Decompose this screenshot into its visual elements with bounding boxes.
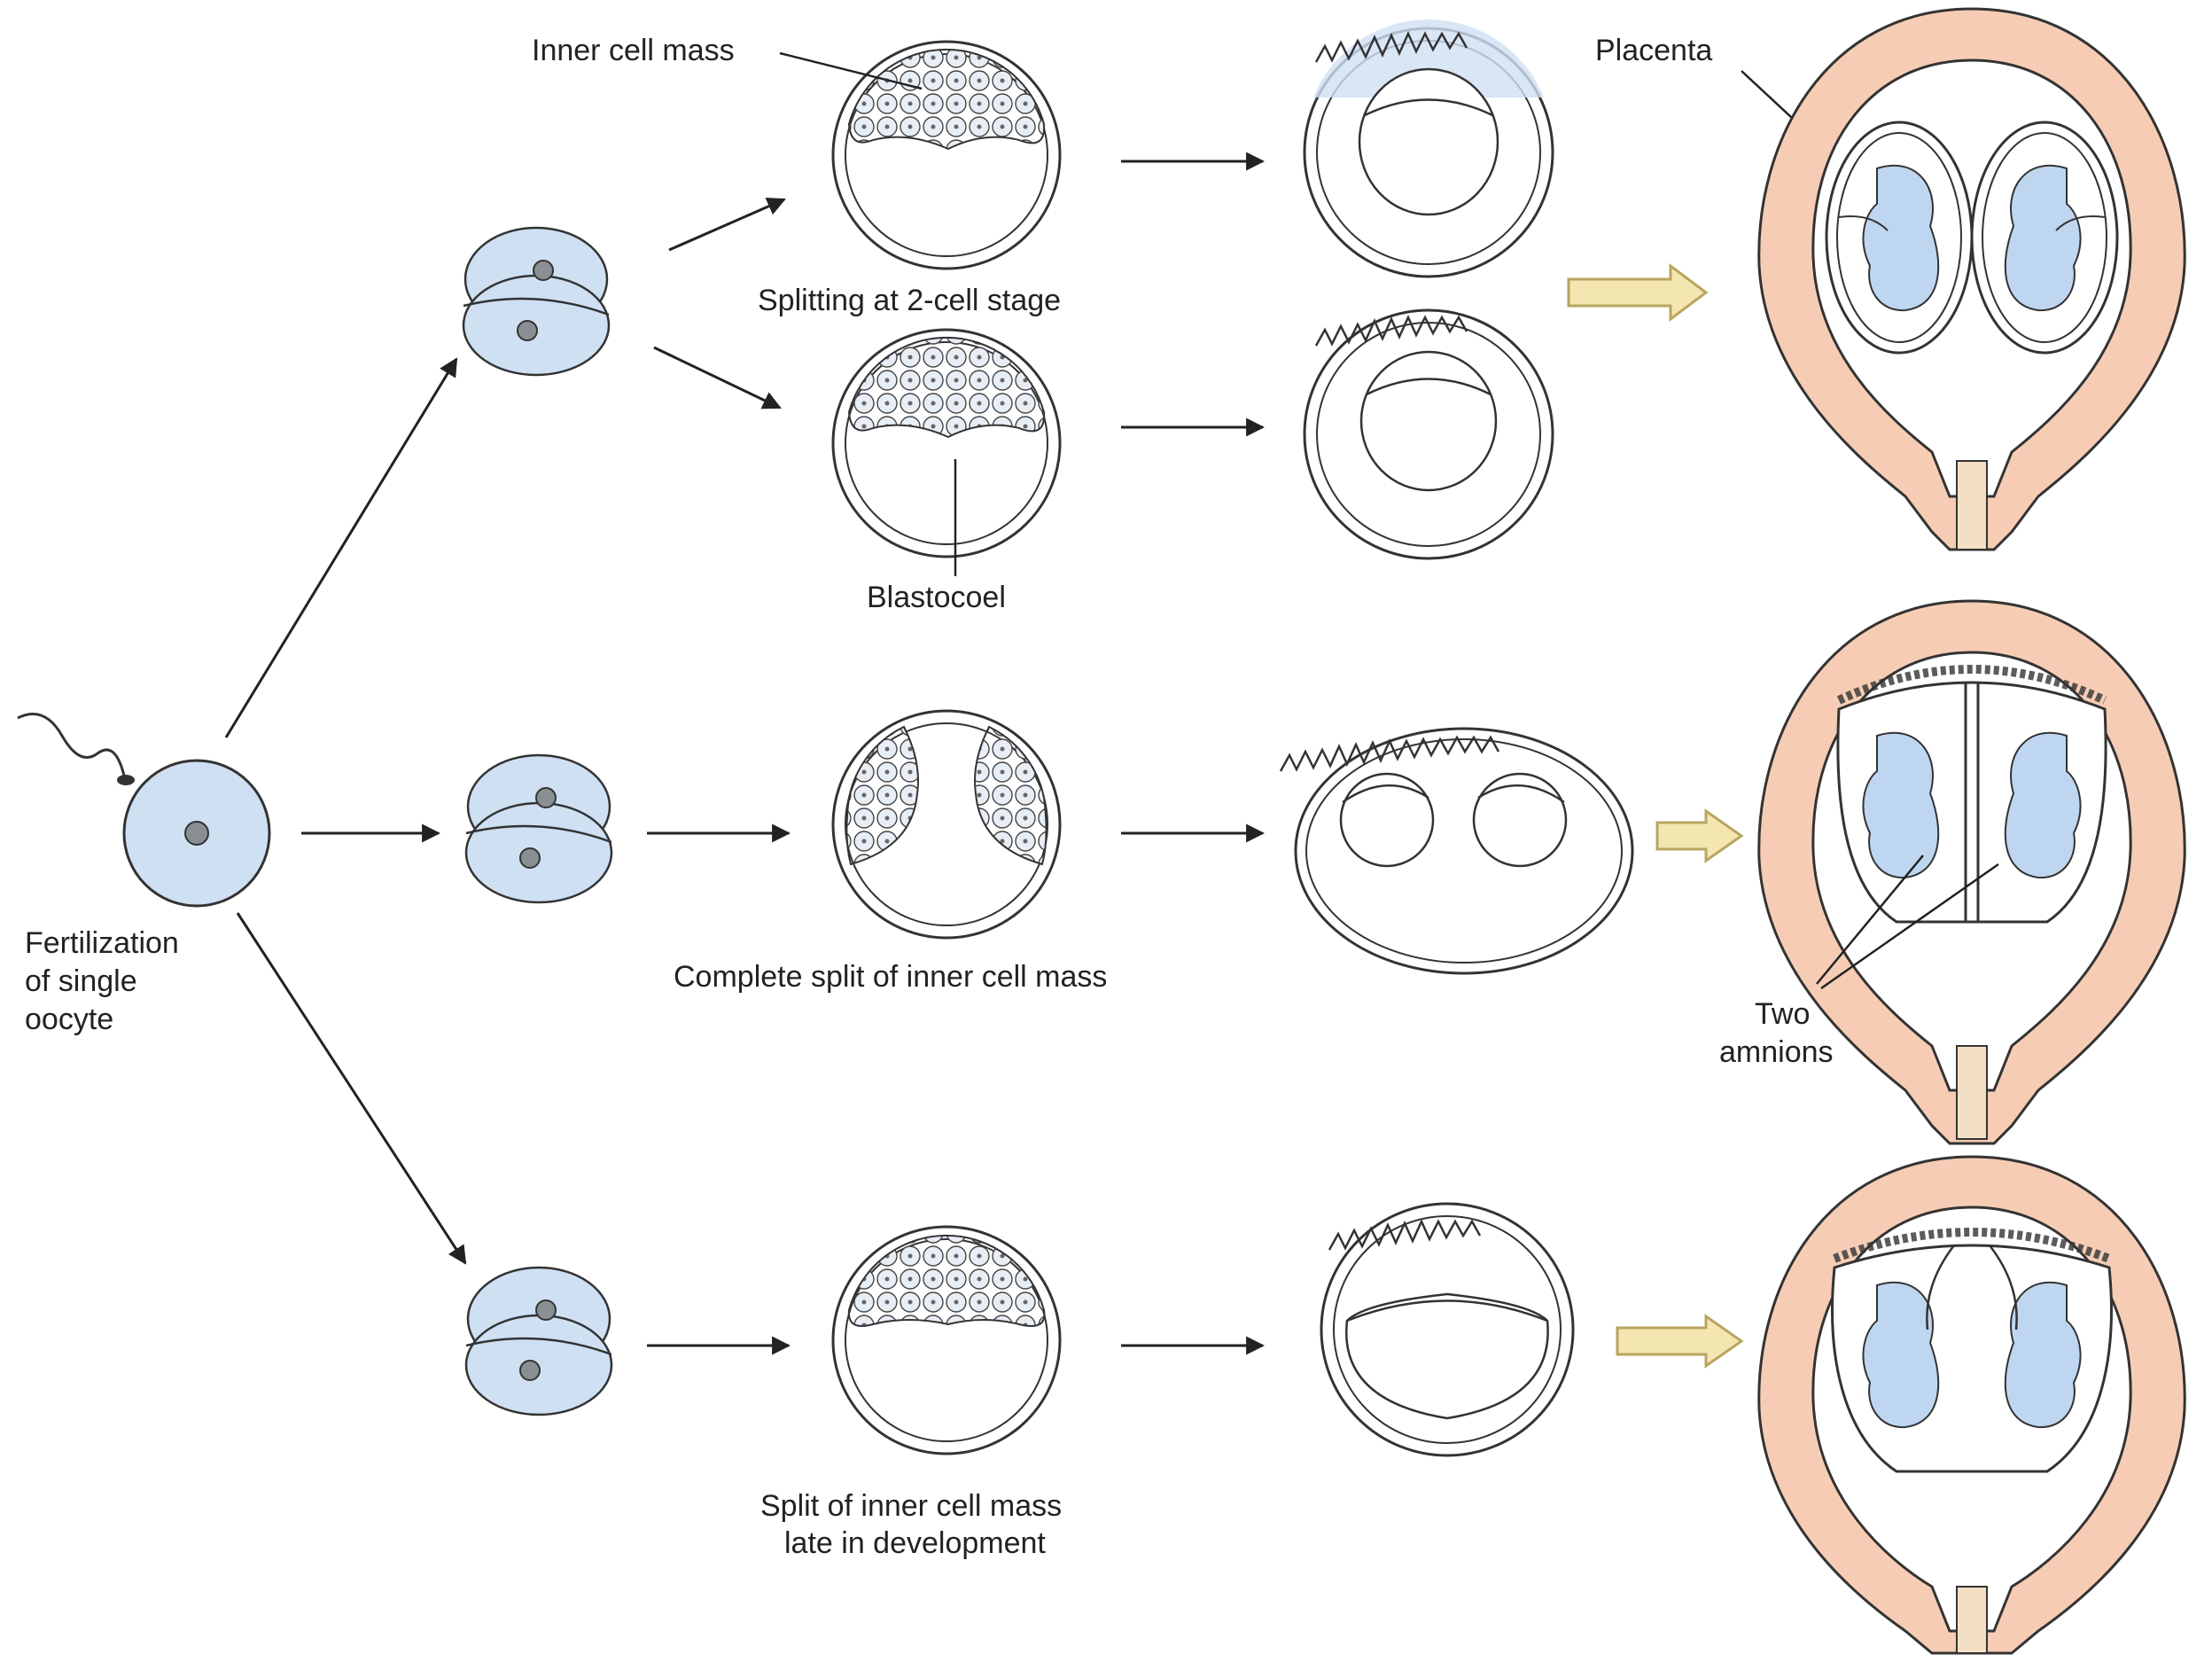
late-split-label-2: late in development — [784, 1526, 1046, 1560]
inner-cell-mass-label: Inner cell mass — [532, 34, 735, 67]
uterus-bottom — [1757, 1155, 2186, 1655]
arrow-2cell-to-blastocyst-b — [653, 346, 782, 410]
implanted-blastocyst-two-icm — [1279, 727, 1634, 975]
two-cell-embryo-top — [462, 226, 611, 377]
blastocyst-b — [831, 328, 1062, 558]
two-cell-embryo-middle — [464, 753, 613, 904]
two-amnions-pointer-b — [1820, 862, 1999, 990]
blastocyst-a — [831, 40, 1062, 270]
fertilization-label-2: of single — [25, 964, 137, 998]
uterus-middle — [1757, 599, 2186, 1145]
placenta-label: Placenta — [1595, 34, 1712, 67]
outcome-arrow-top — [1567, 263, 1709, 322]
outcome-arrow-middle — [1655, 808, 1744, 863]
late-split-label-1: Split of inner cell mass — [760, 1489, 1062, 1523]
arrow-zygote-to-bottom — [236, 912, 467, 1265]
blastocoel-label: Blastocoel — [867, 581, 1006, 614]
blastocyst-split-icm — [831, 709, 1062, 940]
implanted-blastocyst-b — [1303, 308, 1554, 560]
two-amnions-label-1: Two — [1755, 997, 1810, 1031]
implanted-blastocyst-late — [1320, 1202, 1575, 1457]
splitting-two-cell-label: Splitting at 2-cell stage — [758, 284, 1061, 317]
complete-split-label: Complete split of inner cell mass — [674, 960, 1107, 994]
outcome-arrow-bottom — [1616, 1314, 1744, 1369]
fertilization-label-1: Fertilization — [25, 926, 179, 960]
blastocyst-late-split — [831, 1225, 1062, 1455]
uterus-top — [1757, 7, 2186, 551]
inner-cell-mass-pointer — [779, 51, 923, 90]
implanted-blastocyst-a — [1303, 19, 1554, 278]
fertilized-oocyte — [17, 713, 271, 908]
two-amnions-label-2: amnions — [1719, 1035, 1834, 1069]
two-cell-embryo-bottom — [464, 1266, 613, 1416]
fertilization-label-3: oocyte — [25, 1003, 113, 1036]
arrow-2cell-to-blastocyst-a — [668, 197, 786, 252]
two-amnions-pointer-a — [1816, 854, 1924, 985]
arrow-zygote-to-top — [224, 357, 458, 738]
